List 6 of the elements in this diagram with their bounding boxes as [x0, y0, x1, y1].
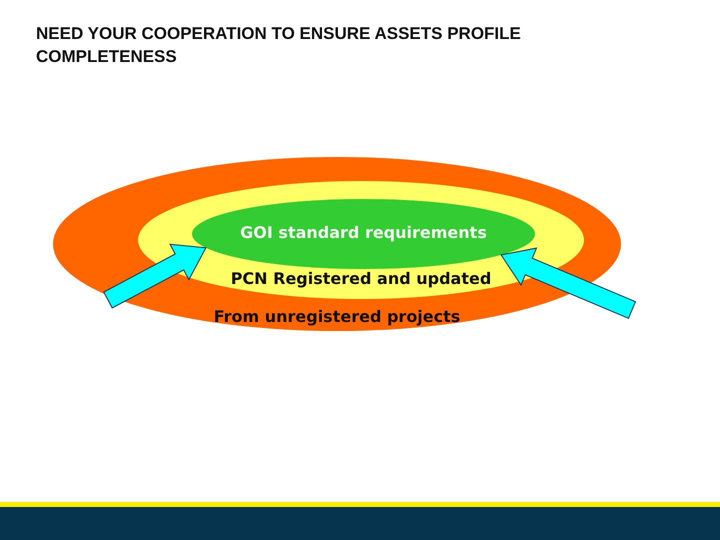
ellipse-label: From unregistered projects	[212, 307, 462, 326]
title: NEED YOUR COOPERATION TO ENSURE ASSETS PROFILE COMPLETENESS	[36, 23, 522, 68]
block-arrow	[500, 247, 636, 319]
block-arrow	[103, 244, 207, 309]
ellipse-label: GOI standard requirements	[239, 223, 488, 242]
ellipse-label: PCN Registered and updated	[230, 269, 492, 288]
